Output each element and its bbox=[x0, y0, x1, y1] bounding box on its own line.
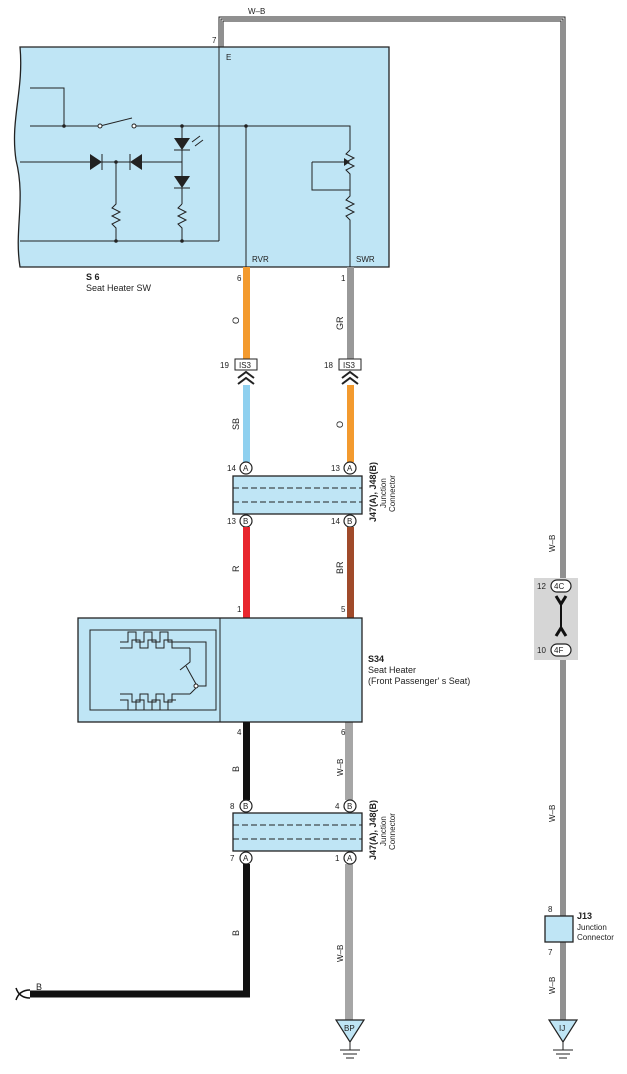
s34-seat-heater bbox=[77, 617, 363, 723]
s6-seat-heater-switch bbox=[13, 46, 390, 268]
j13-name2: Connector bbox=[577, 933, 614, 942]
wire-label-wb-low: W–B bbox=[336, 945, 345, 962]
junction-j13 bbox=[544, 915, 574, 943]
ground-ij-icon bbox=[547, 1019, 579, 1059]
j47l-letter-bl: A bbox=[243, 854, 249, 863]
j47l-pin-rt: 4 bbox=[335, 802, 340, 811]
j13-name: Junction bbox=[577, 923, 607, 932]
j47l-name2: Connector bbox=[388, 813, 397, 850]
ground-ij-label: IJ bbox=[559, 1024, 565, 1033]
wire-label-b-horiz: B bbox=[36, 982, 42, 992]
j47u-pin-lt: 14 bbox=[227, 464, 236, 473]
is3-left-pin: 19 bbox=[220, 361, 229, 370]
wire-break-icon bbox=[15, 987, 31, 1001]
connector-is3-right bbox=[338, 358, 362, 385]
j47l-pin-lb: 7 bbox=[230, 854, 235, 863]
j13-pin-bot: 7 bbox=[548, 948, 553, 957]
junction-j47-lower bbox=[232, 799, 363, 865]
wire-label-wb-mid: W–B bbox=[336, 759, 345, 776]
wire-o-left bbox=[243, 267, 250, 359]
connector-4f-label: 4F bbox=[554, 646, 563, 655]
s6-pin-swr: SWR bbox=[356, 255, 375, 264]
wire-sb bbox=[243, 385, 250, 462]
j47u-letter-tr: A bbox=[347, 464, 353, 473]
s34-pin-4: 4 bbox=[237, 728, 242, 737]
wire-r bbox=[243, 527, 250, 618]
junction-j47-upper bbox=[232, 461, 363, 528]
j47u-name: Junction bbox=[379, 478, 388, 508]
s34-name2: (Front Passenger' s Seat) bbox=[368, 676, 470, 686]
wire-label-wb-right1: W–B bbox=[548, 535, 557, 552]
j47u-pin-lb: 13 bbox=[227, 517, 236, 526]
s34-pin-1: 1 bbox=[237, 605, 242, 614]
j47u-code: J47(A), J48(B) bbox=[368, 462, 378, 522]
wire-label-wb-right2: W–B bbox=[548, 805, 557, 822]
j47l-code: J47(A), J48(B) bbox=[368, 800, 378, 860]
s34-pin-5: 5 bbox=[341, 605, 346, 614]
j47l-name: Junction bbox=[379, 816, 388, 846]
s34-pin-6: 6 bbox=[341, 728, 346, 737]
s6-pin-7: 7 bbox=[212, 36, 217, 45]
j47u-letter-br: B bbox=[347, 517, 352, 526]
ground-bp-icon bbox=[334, 1019, 366, 1059]
wire-gr bbox=[347, 267, 354, 359]
wire-label-r: R bbox=[231, 565, 241, 572]
wire-o-right bbox=[347, 385, 354, 462]
wire-wb-low bbox=[345, 864, 353, 1020]
wire-label-b-upper: B bbox=[231, 766, 241, 772]
j13-pin-top: 8 bbox=[548, 905, 553, 914]
s34-name: Seat Heater bbox=[368, 665, 416, 675]
j47l-pin-lt: 8 bbox=[230, 802, 235, 811]
is3-right-pin: 18 bbox=[324, 361, 333, 370]
connector-4f bbox=[550, 643, 572, 657]
wire-label-gr: GR bbox=[335, 316, 345, 330]
j47u-pin-rt: 13 bbox=[331, 464, 340, 473]
s6-pin-rvr: RVR bbox=[252, 255, 269, 264]
s6-pin-e: E bbox=[226, 53, 231, 62]
wire-wb-top-loop bbox=[218, 16, 566, 1020]
connector-4c-pin: 12 bbox=[537, 582, 546, 591]
wire-label-b-lower: B bbox=[231, 930, 241, 936]
connector-4f-pin: 10 bbox=[537, 646, 546, 655]
j47u-pin-rb: 14 bbox=[331, 517, 340, 526]
connector-is3-left bbox=[234, 358, 258, 385]
j47l-letter-tr: B bbox=[347, 802, 352, 811]
s6-pin-1: 1 bbox=[341, 274, 346, 283]
s6-name: Seat Heater SW bbox=[86, 283, 152, 293]
wire-label-wb-right3: W–B bbox=[548, 977, 557, 994]
j13-code: J13 bbox=[577, 911, 592, 921]
wire-b-lower bbox=[30, 864, 250, 998]
wire-label-o-right: O bbox=[335, 421, 345, 428]
is3-right-label: IS3 bbox=[343, 361, 356, 370]
j47u-letter-tl: A bbox=[243, 464, 249, 473]
j47u-letter-bl: B bbox=[243, 517, 248, 526]
s6-code: S 6 bbox=[86, 272, 100, 282]
is3-left-label: IS3 bbox=[239, 361, 252, 370]
connector-4c-label: 4C bbox=[554, 582, 564, 591]
j47l-letter-br: A bbox=[347, 854, 353, 863]
s6-pin-6: 6 bbox=[237, 274, 242, 283]
connector-arrow-icon bbox=[554, 595, 568, 637]
j47l-pin-rb: 1 bbox=[335, 854, 340, 863]
wire-br bbox=[347, 527, 354, 618]
ground-bp-label: BP bbox=[344, 1024, 355, 1033]
wire-label-br: BR bbox=[335, 561, 345, 574]
connector-4c bbox=[550, 579, 572, 593]
wire-b-upper bbox=[243, 722, 250, 800]
j47l-letter-tl: B bbox=[243, 802, 248, 811]
j47u-name2: Connector bbox=[388, 475, 397, 512]
wire-label-sb: SB bbox=[231, 418, 241, 430]
wire-label-wb-top: W–B bbox=[248, 7, 265, 16]
s34-code: S34 bbox=[368, 654, 384, 664]
wire-wb-mid bbox=[345, 722, 353, 800]
wire-label-o-left: O bbox=[231, 317, 241, 324]
